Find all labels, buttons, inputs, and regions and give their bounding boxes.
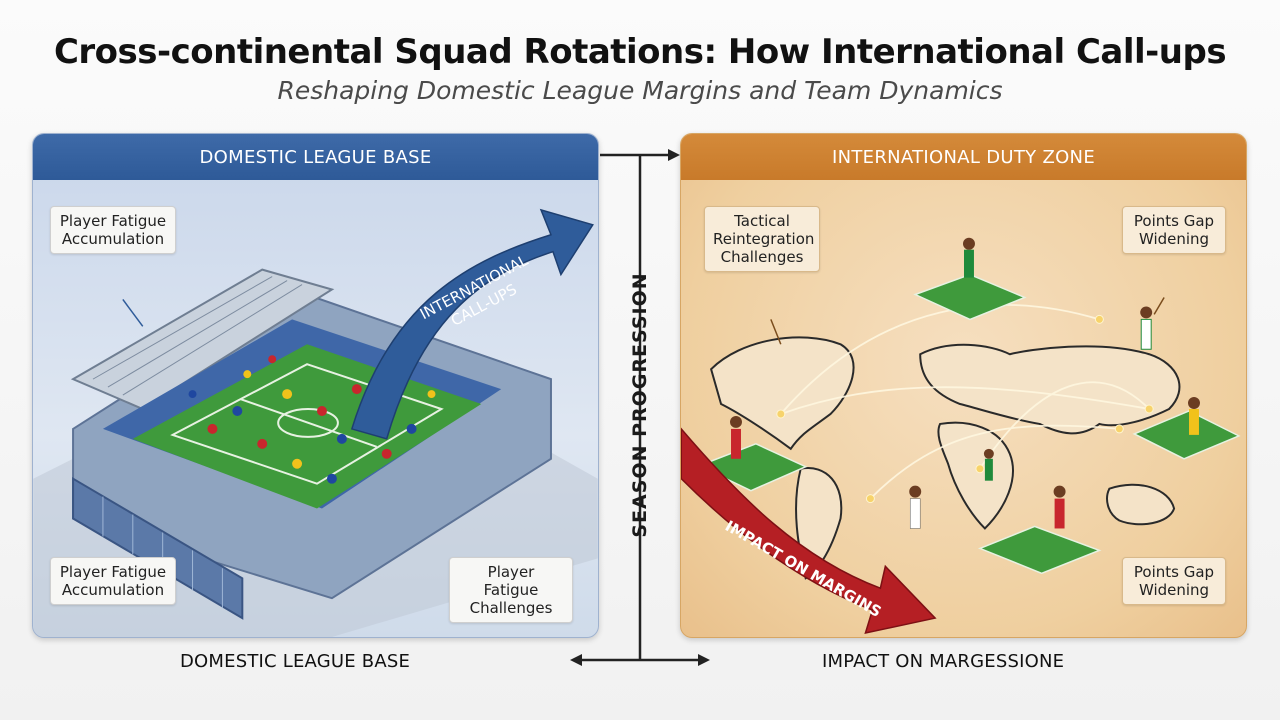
callout-text: Accumulation: [61, 581, 165, 599]
route-lines: [780, 304, 1150, 500]
call-ups-arrow: [350, 208, 594, 440]
callout-fatigue-accumulation-bottom: Player Fatigue Accumulation: [50, 557, 176, 605]
callout-points-gap-bottom: Points Gap Widening: [1122, 557, 1226, 605]
page-subtitle: Reshaping Domestic League Margins and Te…: [277, 76, 1003, 105]
callout-tactical-reintegration: Tactical Reintegration Challenges: [704, 206, 820, 272]
domestic-league-header: DOMESTIC LEAGUE BASE: [33, 134, 598, 180]
callout-text: Challenges: [720, 248, 804, 266]
callout-text: Tactical: [734, 212, 790, 230]
arrow-right-top: [668, 149, 680, 161]
callout-text: Reintegration: [713, 230, 815, 248]
callout-text: Points Gap: [1133, 563, 1215, 581]
impact-arrow: [681, 427, 937, 635]
mini-pitches: [697, 273, 1241, 575]
callout-points-gap-top: Points Gap Widening: [1122, 206, 1226, 254]
player-figures: [730, 237, 1200, 529]
callout-fatigue-accumulation-top: Player Fatigue Accumulation: [50, 206, 176, 254]
international-duty-panel: INTERNATIONAL DUTY ZONE: [680, 133, 1247, 638]
arrow-right-bottom: [698, 654, 710, 666]
callout-text: Player Fatigue: [59, 212, 167, 230]
season-progression-text: SEASON PROGRESSION: [629, 272, 651, 538]
page-title: Cross-continental Squad Rotations: How I…: [53, 32, 1227, 72]
bottom-label-right: IMPACT ON MARGESSIONE: [822, 651, 1065, 672]
stadium-facade: [72, 476, 244, 620]
callout-text: Widening: [1138, 230, 1210, 248]
callout-text: Challenges: [469, 599, 553, 617]
callout-text: Points Gap: [1133, 212, 1215, 230]
callout-text: Player Fatigue: [483, 563, 539, 599]
bottom-label-left: DOMESTIC LEAGUE BASE: [180, 651, 411, 672]
world-map: [709, 336, 1181, 580]
world-map-illustration: IMPACT ON MARGINS: [681, 237, 1241, 635]
international-duty-header: INTERNATIONAL DUTY ZONE: [681, 134, 1246, 180]
arrow-left-bottom: [570, 654, 582, 666]
stadium-roof: [70, 268, 335, 411]
callout-text: Accumulation: [61, 230, 165, 248]
domestic-league-panel: DOMESTIC LEAGUE BASE: [32, 133, 599, 638]
callout-fatigue-challenges: Player Fatigue Challenges: [449, 557, 573, 623]
callout-text: Widening: [1138, 581, 1210, 599]
callout-text: Player Fatigue: [59, 563, 167, 581]
